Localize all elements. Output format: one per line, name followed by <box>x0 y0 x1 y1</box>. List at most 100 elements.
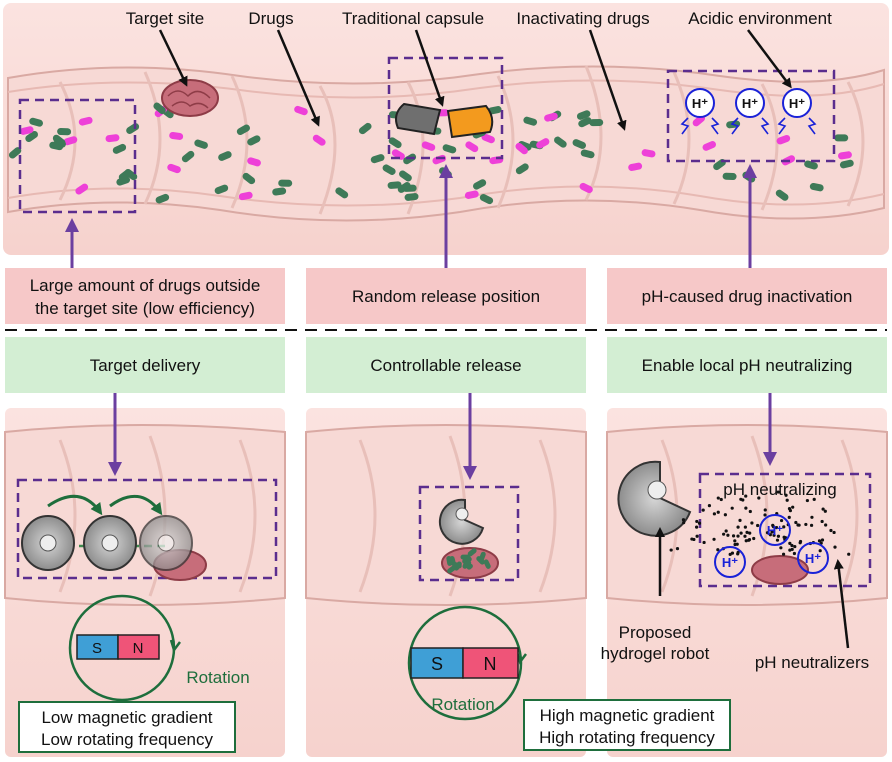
neutralizer-dot <box>776 490 780 494</box>
neutralizer-dot <box>820 519 824 524</box>
magnet-north-pole <box>462 647 519 679</box>
inactivated-drug <box>63 136 78 146</box>
neutralizer-dot <box>785 498 789 502</box>
inactivated-drug <box>579 182 593 194</box>
neutralizer-dot <box>716 510 720 514</box>
neutralizer-dot <box>823 509 827 513</box>
magnet-south-pole <box>76 634 119 660</box>
neutralizer-dot <box>787 515 791 519</box>
neutralizer-dot <box>768 533 772 537</box>
neutralizer-dot <box>771 523 775 527</box>
neutralizer-dot <box>744 494 748 498</box>
neutralizer-dot <box>757 496 761 500</box>
neutralizer-dot <box>739 531 743 535</box>
drug-particles <box>8 102 854 205</box>
neutralizer-dot <box>743 534 747 538</box>
neutralizer-dot <box>792 551 797 556</box>
label-inactivating-drugs: Inactivating drugs <box>516 9 649 28</box>
hplus-label: H⁺ <box>767 523 783 538</box>
neutralizer-dot <box>726 533 730 537</box>
drug <box>809 182 824 192</box>
drug <box>124 168 138 181</box>
hplus-label: H⁺ <box>722 555 738 570</box>
neutralizer-dot <box>817 539 822 543</box>
drug <box>523 116 538 126</box>
label-drugs: Drugs <box>248 9 293 28</box>
neutralizer-dot <box>793 544 797 549</box>
hplus-label: H⁺ <box>789 96 805 111</box>
solution-box-2: Controllable release <box>306 337 586 393</box>
drug <box>839 159 854 169</box>
inactivated-drug <box>465 141 479 153</box>
label-traditional-capsule: Traditional capsule <box>342 9 484 28</box>
inactivated-drug <box>702 141 716 151</box>
svg-text:Low rotating frequency: Low rotating frequency <box>41 730 213 749</box>
svg-text:Low magnetic gradient: Low magnetic gradient <box>41 708 212 727</box>
inactivated-drug <box>628 162 643 171</box>
label-ph-neutralizing: pH neutralizing <box>723 480 836 499</box>
magnet-s-label: S <box>431 654 443 674</box>
neutralizer-dot <box>695 534 699 538</box>
drug <box>57 127 72 136</box>
neutralizer-dot <box>741 498 745 502</box>
drug <box>462 560 472 569</box>
neutralizer-dot <box>752 536 756 541</box>
drug <box>483 559 491 569</box>
inactivated-drug <box>312 134 326 146</box>
pointer-target-site <box>158 29 188 87</box>
neutralizer-dot <box>847 552 851 556</box>
hplus-ions-top: H⁺ H⁺ H⁺ <box>680 88 817 135</box>
inactivated-drug <box>481 133 495 144</box>
inactivated-drug <box>421 141 436 151</box>
neutralizer-dot <box>682 521 686 525</box>
drug <box>397 182 411 193</box>
hplus-ions-bottom: H⁺ H⁺ H⁺ <box>714 514 829 578</box>
neutralizer-dot <box>776 534 781 538</box>
drug <box>446 555 453 566</box>
problem-box-3: pH-caused drug inactivation <box>607 268 887 324</box>
neutralizer-dot <box>716 548 720 552</box>
solution-box-3: Enable local pH neutralizing <box>607 337 887 393</box>
hplus-ion: H⁺ <box>735 88 765 118</box>
svg-text:Enable local pH neutralizing: Enable local pH neutralizing <box>642 356 853 375</box>
hplus-ion: H⁺ <box>714 546 746 578</box>
neutralizer-dot <box>779 546 783 550</box>
neutralizer-dot <box>821 507 825 511</box>
neutralizer-dot <box>833 545 837 549</box>
neutralizer-dot <box>770 530 774 534</box>
neutralizer-dot <box>736 552 740 556</box>
inactivated-drug <box>167 163 181 174</box>
motion-arrow <box>47 494 103 516</box>
neutralizer-dot <box>765 531 770 535</box>
drug <box>153 102 166 115</box>
neutralizer-dot <box>690 537 694 541</box>
target-site-tissue <box>751 555 809 585</box>
neutralizer-dot <box>804 522 808 527</box>
drug <box>272 187 287 196</box>
neutralizer-dot <box>781 552 786 556</box>
inactivated-drug <box>464 190 479 199</box>
neutralizer-dot <box>730 551 735 555</box>
neutralizer-dot <box>723 513 727 517</box>
inactivated-drug <box>536 138 550 149</box>
neutralizer-dot <box>745 530 749 534</box>
neutralizer-dot <box>775 526 779 530</box>
svg-text:High magnetic gradient: High magnetic gradient <box>540 706 715 725</box>
neutralizer-dot <box>820 538 825 542</box>
neutralizer-dot <box>812 497 816 501</box>
neutralizer-dot <box>805 498 809 503</box>
neutralizer-dot <box>763 508 767 512</box>
hplus-label: H⁺ <box>742 96 758 111</box>
drug <box>479 194 494 205</box>
target-site-tissue <box>161 79 219 117</box>
drug <box>580 149 595 159</box>
problem-box-1: Large amount of drugs outside the target… <box>5 268 285 324</box>
drug <box>247 135 261 146</box>
gradient-box-low: Low magnetic gradient Low rotating frequ… <box>18 701 236 753</box>
label-target-site: Target site <box>126 9 204 28</box>
drug <box>358 122 372 135</box>
neutralizer-dot <box>738 518 742 523</box>
drug <box>447 565 457 574</box>
hydrogel-robot <box>438 498 485 545</box>
neutralizer-dot <box>719 497 723 502</box>
